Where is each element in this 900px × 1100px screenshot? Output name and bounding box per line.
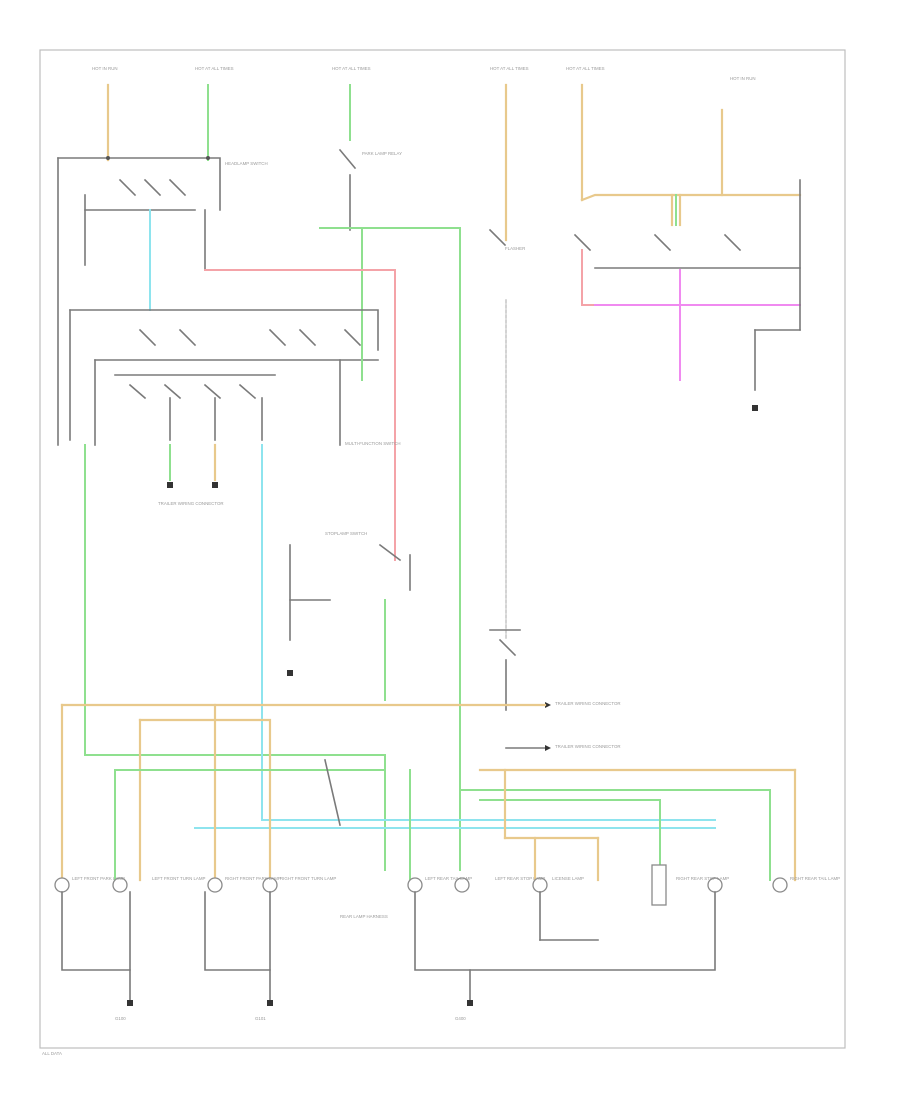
lamp-label-5: LEFT REAR TAIL LAMP <box>425 876 472 881</box>
headlamp-switch-label: HEADLAMP SWITCH <box>225 161 268 166</box>
wire-runs <box>84 319 716 871</box>
fuse-label-2: HOT AT ALL TIMES <box>195 66 234 71</box>
lamp-2 <box>112 877 128 893</box>
lamp-label-7: LICENSE LAMP <box>552 876 584 881</box>
fuse-label-6: HOT IN RUN <box>730 76 756 81</box>
diagram-frame <box>39 49 846 1049</box>
ground-label-1: G100 <box>115 1016 126 1021</box>
right-relay-cluster: FLASHER <box>488 179 802 411</box>
fuse-label-5: HOT AT ALL TIMES <box>566 66 605 71</box>
ground-label-2: G101 <box>255 1016 266 1021</box>
footer-label: ALL DATA <box>42 1051 62 1056</box>
lamp-9 <box>772 877 788 893</box>
trailer-connector-1-label: TRAILER WIRING CONNECTOR <box>158 501 224 506</box>
trailer-connector-2-label: TRAILER WIRING CONNECTOR <box>555 701 621 706</box>
lamp-label-1: LEFT FRONT PARK LAMP <box>72 876 125 881</box>
multifunction-switch: MULTI-FUNCTION SWITCH <box>69 309 401 446</box>
ground-label-3: G400 <box>455 1016 466 1021</box>
lamp-3 <box>207 877 223 893</box>
trailer-connector-left: TRAILER WIRING CONNECTOR <box>158 482 224 506</box>
stoplamp-switch: STOPLAMP SWITCH <box>287 531 411 701</box>
lamp-1 <box>54 877 70 893</box>
lamp-label-8: RIGHT REAR STOP LAMP <box>676 876 729 881</box>
fuse-label-1: HOT IN RUN <box>92 66 118 71</box>
trailer-connector-right: TRAILER WIRING CONNECTOR TRAILER WIRING … <box>505 701 621 751</box>
lamp-label-6: LEFT REAR STOP LAMP <box>495 876 545 881</box>
park-relay-label: PARK LAMP RELAY <box>362 151 402 156</box>
headlamp-switch: HEADLAMP SWITCH <box>57 156 268 446</box>
lamp-label-2: LEFT FRONT TURN LAMP <box>152 876 205 881</box>
right-dashed-run <box>489 299 521 711</box>
multifunction-label: MULTI-FUNCTION SWITCH <box>345 441 401 446</box>
fuse-feeds: HOT IN RUN HOT AT ALL TIMES HOT AT ALL T… <box>92 66 756 242</box>
bottom-lamps: LEFT FRONT PARK LAMP LEFT FRONT TURN LAM… <box>54 864 840 906</box>
fuse-label-4: HOT AT ALL TIMES <box>490 66 529 71</box>
stoplamp-switch-label: STOPLAMP SWITCH <box>325 531 367 536</box>
rear-harness: REAR LAMP HARNESS <box>60 703 797 919</box>
flasher-label: FLASHER <box>505 246 525 251</box>
trailer-connector-3-label: TRAILER WIRING CONNECTOR <box>555 744 621 749</box>
lamp-6 <box>454 877 470 893</box>
ground-runs: G100 G101 G400 <box>61 891 716 1021</box>
lamp-label-3: RIGHT FRONT PARK LAMP <box>225 876 281 881</box>
lamp-label-9: RIGHT REAR TAIL LAMP <box>790 876 840 881</box>
lamp-label-4: RIGHT FRONT TURN LAMP <box>280 876 336 881</box>
fuse-label-3: HOT AT ALL TIMES <box>332 66 371 71</box>
lamp-5 <box>407 877 423 893</box>
rear-harness-label: REAR LAMP HARNESS <box>340 914 388 919</box>
park-lamp-relay: PARK LAMP RELAY <box>204 148 461 871</box>
